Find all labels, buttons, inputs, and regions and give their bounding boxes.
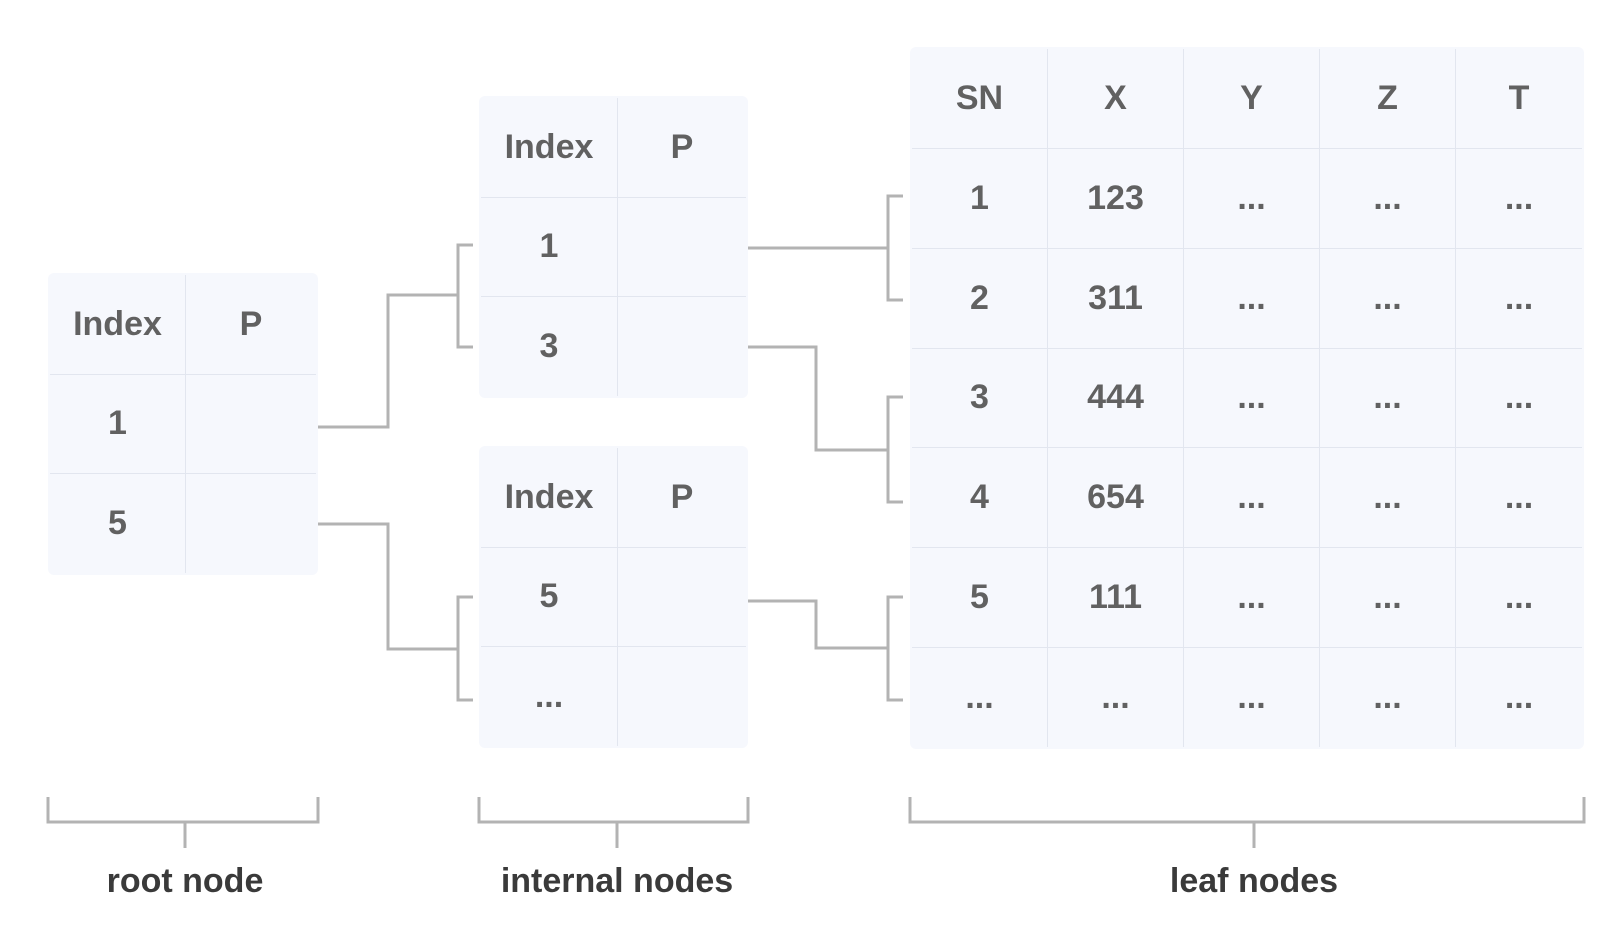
y-cell: ... (1183, 546, 1320, 648)
header-cell: Z (1319, 49, 1456, 150)
table-row: ... ... ... ... ... (912, 646, 1582, 747)
header-cell: Y (1183, 49, 1320, 150)
table-header-row: Index P (481, 448, 746, 548)
connector-root-5-to-internal-2 (288, 522, 458, 651)
header-cell: Index (481, 98, 618, 198)
x-cell: 444 (1047, 347, 1184, 449)
bracket-internal-1 (456, 243, 473, 349)
table-row: 5 (50, 473, 316, 573)
table-row: 5 (481, 546, 746, 648)
pointer-cell (617, 546, 746, 648)
table-row: 1 (481, 196, 746, 298)
y-cell: ... (1183, 447, 1320, 548)
brace-internal (477, 797, 750, 824)
bracket-leaf-rows-3-4 (886, 395, 903, 504)
leaf-nodes-label: leaf nodes (1169, 862, 1339, 900)
pointer-cell (185, 373, 316, 475)
sn-cell: 5 (912, 546, 1048, 648)
y-cell: ... (1183, 347, 1320, 449)
table-row: 3 444 ... ... ... (912, 347, 1582, 449)
bracket-leaf-rows-1-2 (886, 194, 903, 302)
leaf-nodes-table: SN X Y Z T 1 123 ... ... ... 2 311 ... .… (910, 47, 1584, 749)
index-cell: 3 (481, 296, 618, 396)
header-cell: T (1455, 49, 1582, 150)
t-cell: ... (1455, 546, 1582, 648)
table-row: 1 123 ... ... ... (912, 148, 1582, 250)
t-cell: ... (1455, 248, 1582, 349)
x-cell: 111 (1047, 546, 1184, 648)
header-cell: P (617, 98, 746, 198)
table-row: 4 654 ... ... ... (912, 447, 1582, 548)
table-row: 1 (50, 373, 316, 475)
pointer-cell (617, 196, 746, 298)
y-cell: ... (1183, 248, 1320, 349)
header-cell: SN (912, 49, 1048, 150)
sn-cell: 4 (912, 447, 1048, 548)
x-cell: 123 (1047, 148, 1184, 250)
table-header-row: Index P (50, 275, 316, 375)
index-cell: 1 (50, 373, 186, 475)
header-cell: X (1047, 49, 1184, 150)
table-row: 5 111 ... ... ... (912, 546, 1582, 648)
x-cell: 654 (1047, 447, 1184, 548)
sn-cell: ... (912, 646, 1048, 747)
internal-nodes-label: internal nodes (500, 862, 734, 900)
internal-node-table-1: Index P 1 3 (479, 96, 748, 398)
y-cell: ... (1183, 646, 1320, 747)
index-cell: 5 (50, 473, 186, 573)
header-cell: Index (481, 448, 618, 548)
sn-cell: 1 (912, 148, 1048, 250)
header-cell: P (185, 275, 316, 375)
table-header-row: Index P (481, 98, 746, 198)
index-cell: 5 (481, 546, 618, 648)
index-cell: ... (481, 646, 618, 746)
pointer-cell (617, 646, 746, 746)
t-cell: ... (1455, 646, 1582, 747)
root-node-label: root node (106, 862, 264, 900)
connector-root-1-to-internal-1 (288, 293, 458, 429)
z-cell: ... (1319, 248, 1456, 349)
sn-cell: 2 (912, 248, 1048, 349)
brace-root (46, 797, 320, 824)
t-cell: ... (1455, 447, 1582, 548)
pointer-cell (617, 296, 746, 396)
bracket-leaf-rows-5-6 (886, 595, 903, 702)
t-cell: ... (1455, 347, 1582, 449)
table-row: 3 (481, 296, 746, 396)
table-row: 2 311 ... ... ... (912, 248, 1582, 349)
header-cell: Index (50, 275, 186, 375)
z-cell: ... (1319, 546, 1456, 648)
t-cell: ... (1455, 148, 1582, 250)
pointer-cell (185, 473, 316, 573)
x-cell: ... (1047, 646, 1184, 747)
header-cell: P (617, 448, 746, 548)
internal-node-table-2: Index P 5 ... (479, 446, 748, 748)
sn-cell: 3 (912, 347, 1048, 449)
z-cell: ... (1319, 646, 1456, 747)
bracket-internal-2 (456, 595, 473, 702)
root-node-table: Index P 1 5 (48, 273, 318, 575)
index-cell: 1 (481, 196, 618, 298)
z-cell: ... (1319, 347, 1456, 449)
x-cell: 311 (1047, 248, 1184, 349)
brace-leaf (908, 797, 1586, 824)
z-cell: ... (1319, 148, 1456, 250)
z-cell: ... (1319, 447, 1456, 548)
table-row: ... (481, 646, 746, 746)
table-header-row: SN X Y Z T (912, 49, 1582, 150)
y-cell: ... (1183, 148, 1320, 250)
